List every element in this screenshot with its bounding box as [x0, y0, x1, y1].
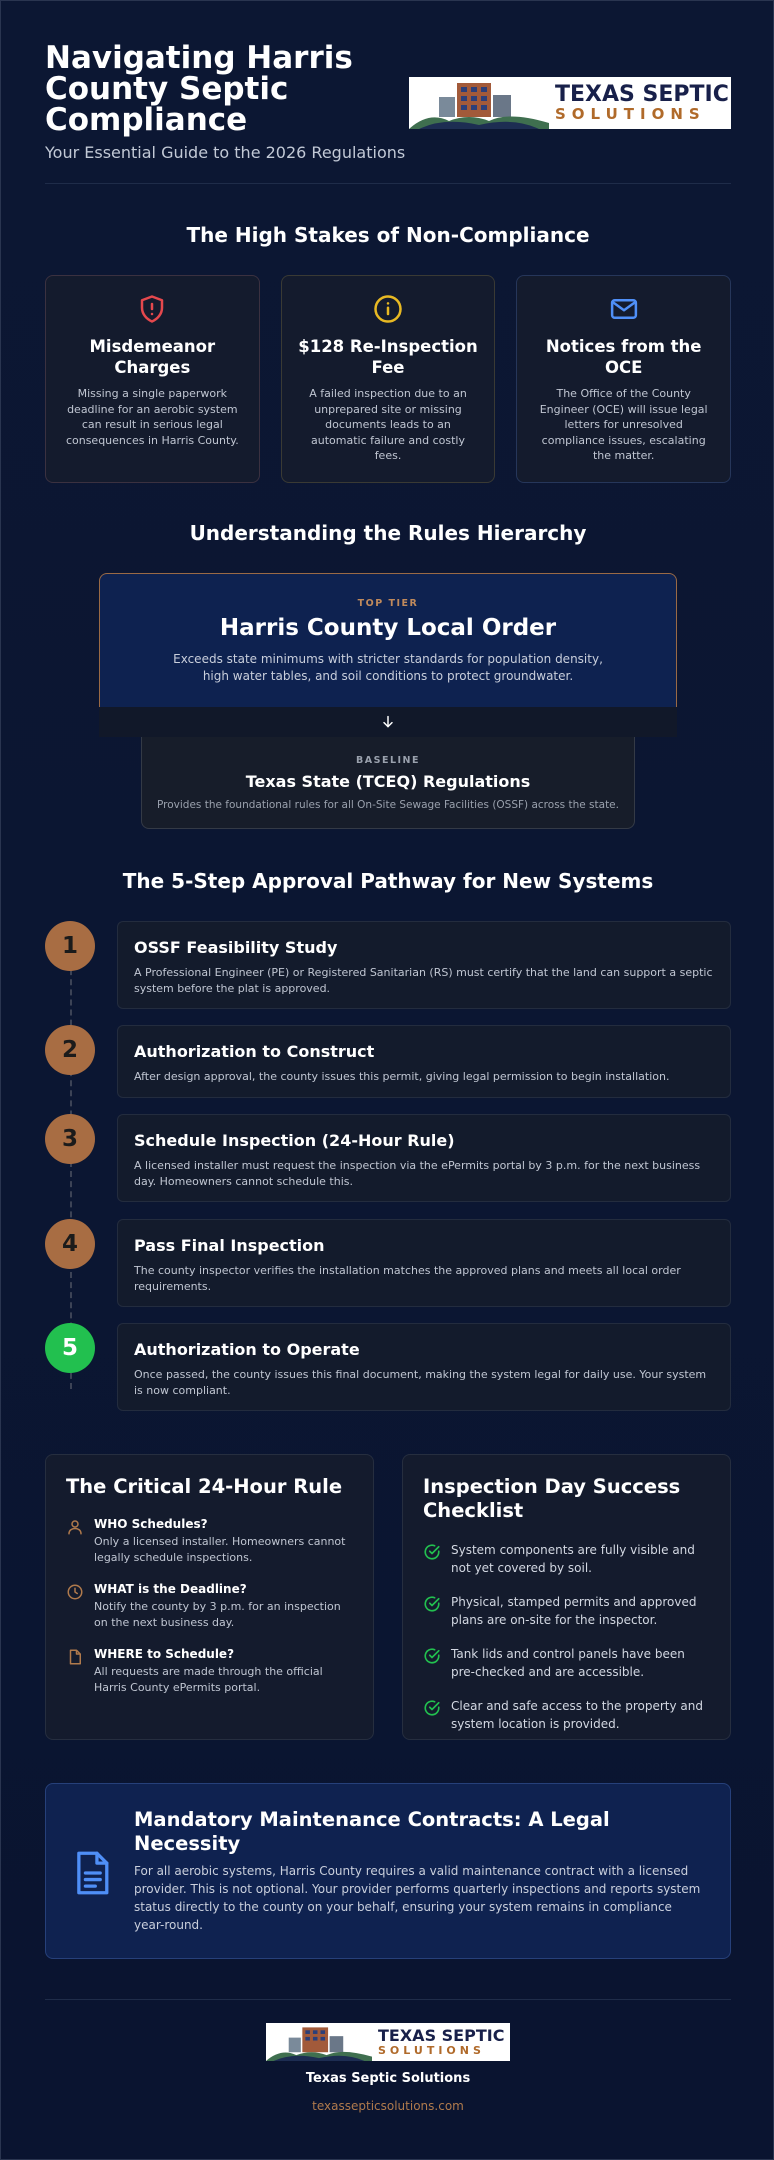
- stake-card-fee: $128 Re-Inspection Fee A failed inspecti…: [280, 275, 496, 483]
- step-text: Once passed, the county issues this fina…: [134, 1368, 707, 1397]
- stake-card-notices: Notices from the OCE The Office of the C…: [516, 275, 732, 483]
- checklist-text: Clear and safe access to the property an…: [451, 1699, 703, 1731]
- stake-text: Missing a single paperwork deadline for …: [65, 387, 239, 447]
- tier-arrow: [99, 707, 677, 737]
- logo-line-1: TEXAS SEPTIC: [378, 2025, 505, 2045]
- step-card: Pass Final Inspection The county inspect…: [117, 1219, 731, 1307]
- checklist-item: Tank lids and control panels have been p…: [423, 1645, 710, 1681]
- stakes-section-title: The High Stakes of Non-Compliance: [186, 223, 590, 247]
- step-heading: Pass Final Inspection: [134, 1236, 325, 1255]
- rule24-panel: The Critical 24-Hour Rule WHO Schedules?…: [45, 1454, 374, 1740]
- step-card: Schedule Inspection (24-Hour Rule) A lic…: [117, 1114, 731, 1202]
- stake-heading: $128 Re-Inspection Fee: [298, 337, 478, 377]
- stake-card-misdemeanor: Misdemeanor Charges Missing a single pap…: [45, 275, 260, 483]
- step-text: A licensed installer must request the in…: [134, 1159, 701, 1188]
- step-number: 1: [45, 921, 95, 971]
- tier-base-label: BASELINE: [356, 755, 420, 766]
- checklist-text: System components are fully visible and …: [451, 1543, 695, 1575]
- document-icon: [69, 1649, 81, 1665]
- logo-line-2: SOLUTIONS: [555, 104, 706, 123]
- tier-top-label: TOP TIER: [357, 598, 419, 609]
- header-divider: [45, 183, 731, 184]
- alert-shield-icon: [141, 295, 164, 323]
- step-card: Authorization to Construct After design …: [117, 1025, 731, 1098]
- logo-line-1: TEXAS SEPTIC: [555, 81, 729, 107]
- checklist-item: Clear and safe access to the property an…: [423, 1697, 710, 1733]
- clock-icon: [67, 1584, 83, 1600]
- rule-item-where: WHERE to Schedule? All requests are made…: [66, 1647, 353, 1696]
- footer-divider: [45, 1999, 731, 2000]
- tier-top-text: Exceeds state minimums with stricter sta…: [173, 652, 603, 683]
- rule24-title: The Critical 24-Hour Rule: [66, 1475, 343, 1498]
- page-subtitle: Your Essential Guide to the 2026 Regulat…: [45, 143, 406, 162]
- rule-text: All requests are made through the offici…: [94, 1665, 323, 1694]
- step-heading: Authorization to Construct: [134, 1042, 375, 1061]
- maintenance-title: Mandatory Maintenance Contracts: A Legal…: [134, 1808, 610, 1855]
- step-number: 4: [45, 1219, 95, 1269]
- logo-building-icon: [266, 2023, 372, 2061]
- rule-text: Notify the county by 3 p.m. for an inspe…: [94, 1600, 341, 1629]
- step-text: The county inspector verifies the instal…: [134, 1264, 681, 1293]
- checklist-item: Physical, stamped permits and approved p…: [423, 1593, 710, 1629]
- logo-line-2: SOLUTIONS: [378, 2043, 485, 2057]
- step-text: After design approval, the county issues…: [134, 1070, 670, 1083]
- maintenance-callout: Mandatory Maintenance Contracts: A Legal…: [45, 1783, 731, 1959]
- checklist-text: Physical, stamped permits and approved p…: [451, 1595, 697, 1627]
- check-circle-icon: [424, 1648, 440, 1664]
- page-title: Navigating Harris County Septic Complian…: [45, 40, 353, 138]
- checklist-title: Inspection Day Success Checklist: [423, 1475, 681, 1522]
- checklist-text: Tank lids and control panels have been p…: [451, 1647, 685, 1679]
- step-card: OSSF Feasibility Study A Professional En…: [117, 921, 731, 1009]
- steps-section-title: The 5-Step Approval Pathway for New Syst…: [122, 869, 654, 893]
- info-icon: [374, 295, 402, 323]
- stake-heading: Notices from the OCE: [545, 337, 702, 377]
- stakes-cards: Misdemeanor Charges Missing a single pap…: [45, 275, 732, 483]
- step-number: 5: [45, 1323, 95, 1373]
- person-icon: [68, 1520, 82, 1535]
- arrow-down-icon: [383, 715, 393, 728]
- step-number: 3: [45, 1114, 95, 1164]
- file-text-icon: [77, 1851, 109, 1895]
- step-text: A Professional Engineer (PE) or Register…: [134, 966, 713, 995]
- step-number: 2: [45, 1025, 95, 1075]
- footer-company-name: Texas Septic Solutions: [305, 2071, 471, 2086]
- company-logo[interactable]: TEXAS SEPTIC SOLUTIONS: [409, 77, 731, 129]
- logo-text: TEXAS SEPTIC SOLUTIONS: [372, 2023, 510, 2061]
- tier-top-heading: Harris County Local Order: [219, 615, 557, 641]
- footer-website-link[interactable]: texassepticsolutions.com: [312, 2099, 464, 2113]
- rule-item-who: WHO Schedules? Only a licensed installer…: [66, 1517, 353, 1566]
- mail-icon: [610, 299, 637, 319]
- rule-heading: WHERE to Schedule?: [94, 1647, 235, 1661]
- rule-heading: WHAT is the Deadline?: [94, 1582, 247, 1596]
- check-circle-icon: [424, 1700, 440, 1716]
- tier-base-card: BASELINE Texas State (TCEQ) Regulations …: [141, 737, 635, 829]
- step-heading: Schedule Inspection (24-Hour Rule): [134, 1131, 455, 1150]
- step-heading: Authorization to Operate: [134, 1340, 360, 1359]
- step-card: Authorization to Operate Once passed, th…: [117, 1323, 731, 1411]
- rule-item-deadline: WHAT is the Deadline? Notify the county …: [66, 1582, 353, 1631]
- stake-heading: Misdemeanor Charges: [89, 337, 216, 377]
- tier-top-card: TOP TIER Harris County Local Order Excee…: [99, 573, 677, 707]
- tier-base-text: Provides the foundational rules for all …: [157, 799, 619, 811]
- maintenance-text: For all aerobic systems, Harris County r…: [134, 1864, 701, 1932]
- timeline-line: [70, 949, 72, 1389]
- logo-building-icon: [409, 77, 549, 129]
- step-heading: OSSF Feasibility Study: [134, 938, 338, 957]
- check-circle-icon: [424, 1544, 440, 1560]
- checklist-panel: Inspection Day Success Checklist System …: [402, 1454, 731, 1740]
- tier-base-heading: Texas State (TCEQ) Regulations: [245, 772, 531, 791]
- hierarchy-section-title: Understanding the Rules Hierarchy: [189, 521, 587, 545]
- check-circle-icon: [424, 1596, 440, 1612]
- logo-text: TEXAS SEPTIC SOLUTIONS: [549, 77, 731, 129]
- checklist-item: System components are fully visible and …: [423, 1541, 710, 1577]
- stake-text: The Office of the County Engineer (OCE) …: [539, 387, 708, 462]
- rule-text: Only a licensed installer. Homeowners ca…: [94, 1535, 346, 1564]
- rule-heading: WHO Schedules?: [94, 1517, 208, 1531]
- stake-text: A failed inspection due to an unprepared…: [309, 387, 467, 462]
- footer-logo[interactable]: TEXAS SEPTIC SOLUTIONS: [266, 2023, 510, 2061]
- header: Navigating Harris County Septic Complian…: [45, 43, 731, 183]
